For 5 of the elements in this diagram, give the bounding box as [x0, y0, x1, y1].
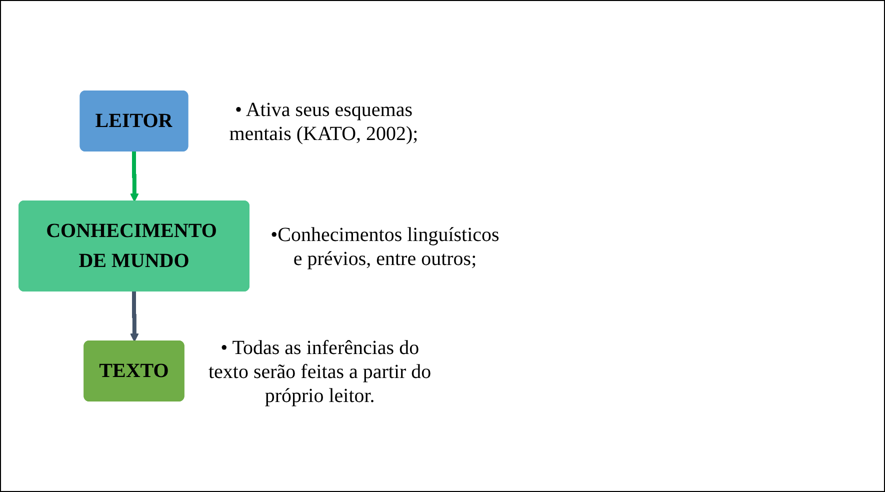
- bullet-note: • Todas as inferências do texto serão feitas a partir do próprio leitor.: [207, 336, 432, 408]
- bullet-note: • Ativa seus esquemas mentais (KATO, 2002);: [228, 98, 420, 146]
- arrow: [130, 290, 139, 342]
- arrow: [130, 150, 139, 202]
- bullet-note: •Conhecimentos linguísticos e prévios, entre outros;: [270, 223, 500, 271]
